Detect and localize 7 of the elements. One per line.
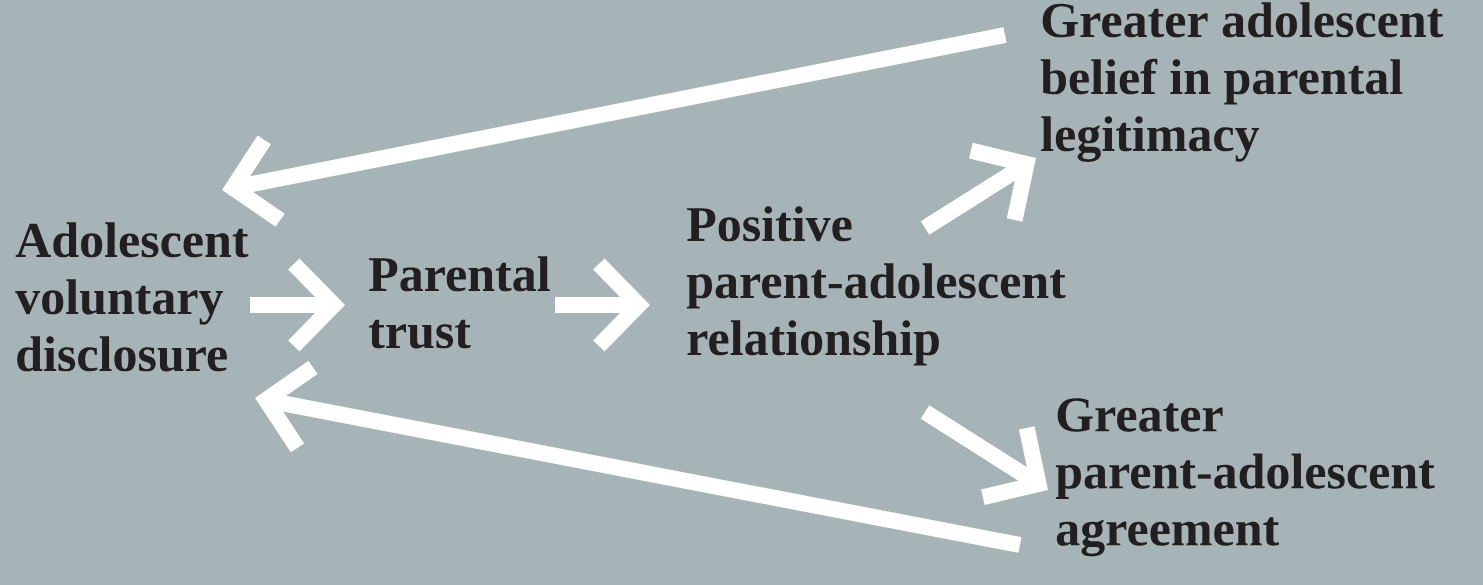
- arrow: [222, 27, 1007, 227]
- text-label: Adolescent voluntary disclosure: [15, 222, 249, 372]
- text-label: Positive parent-adolescent relationship: [686, 206, 1066, 366]
- text-label: Greater parent-adolescent agreement: [1055, 398, 1435, 557]
- text-label: Greater adolescent belief in parental legitimacy: [1040, 2, 1444, 162]
- arrow: [255, 360, 1022, 553]
- text-label: Parental trust: [369, 256, 550, 349]
